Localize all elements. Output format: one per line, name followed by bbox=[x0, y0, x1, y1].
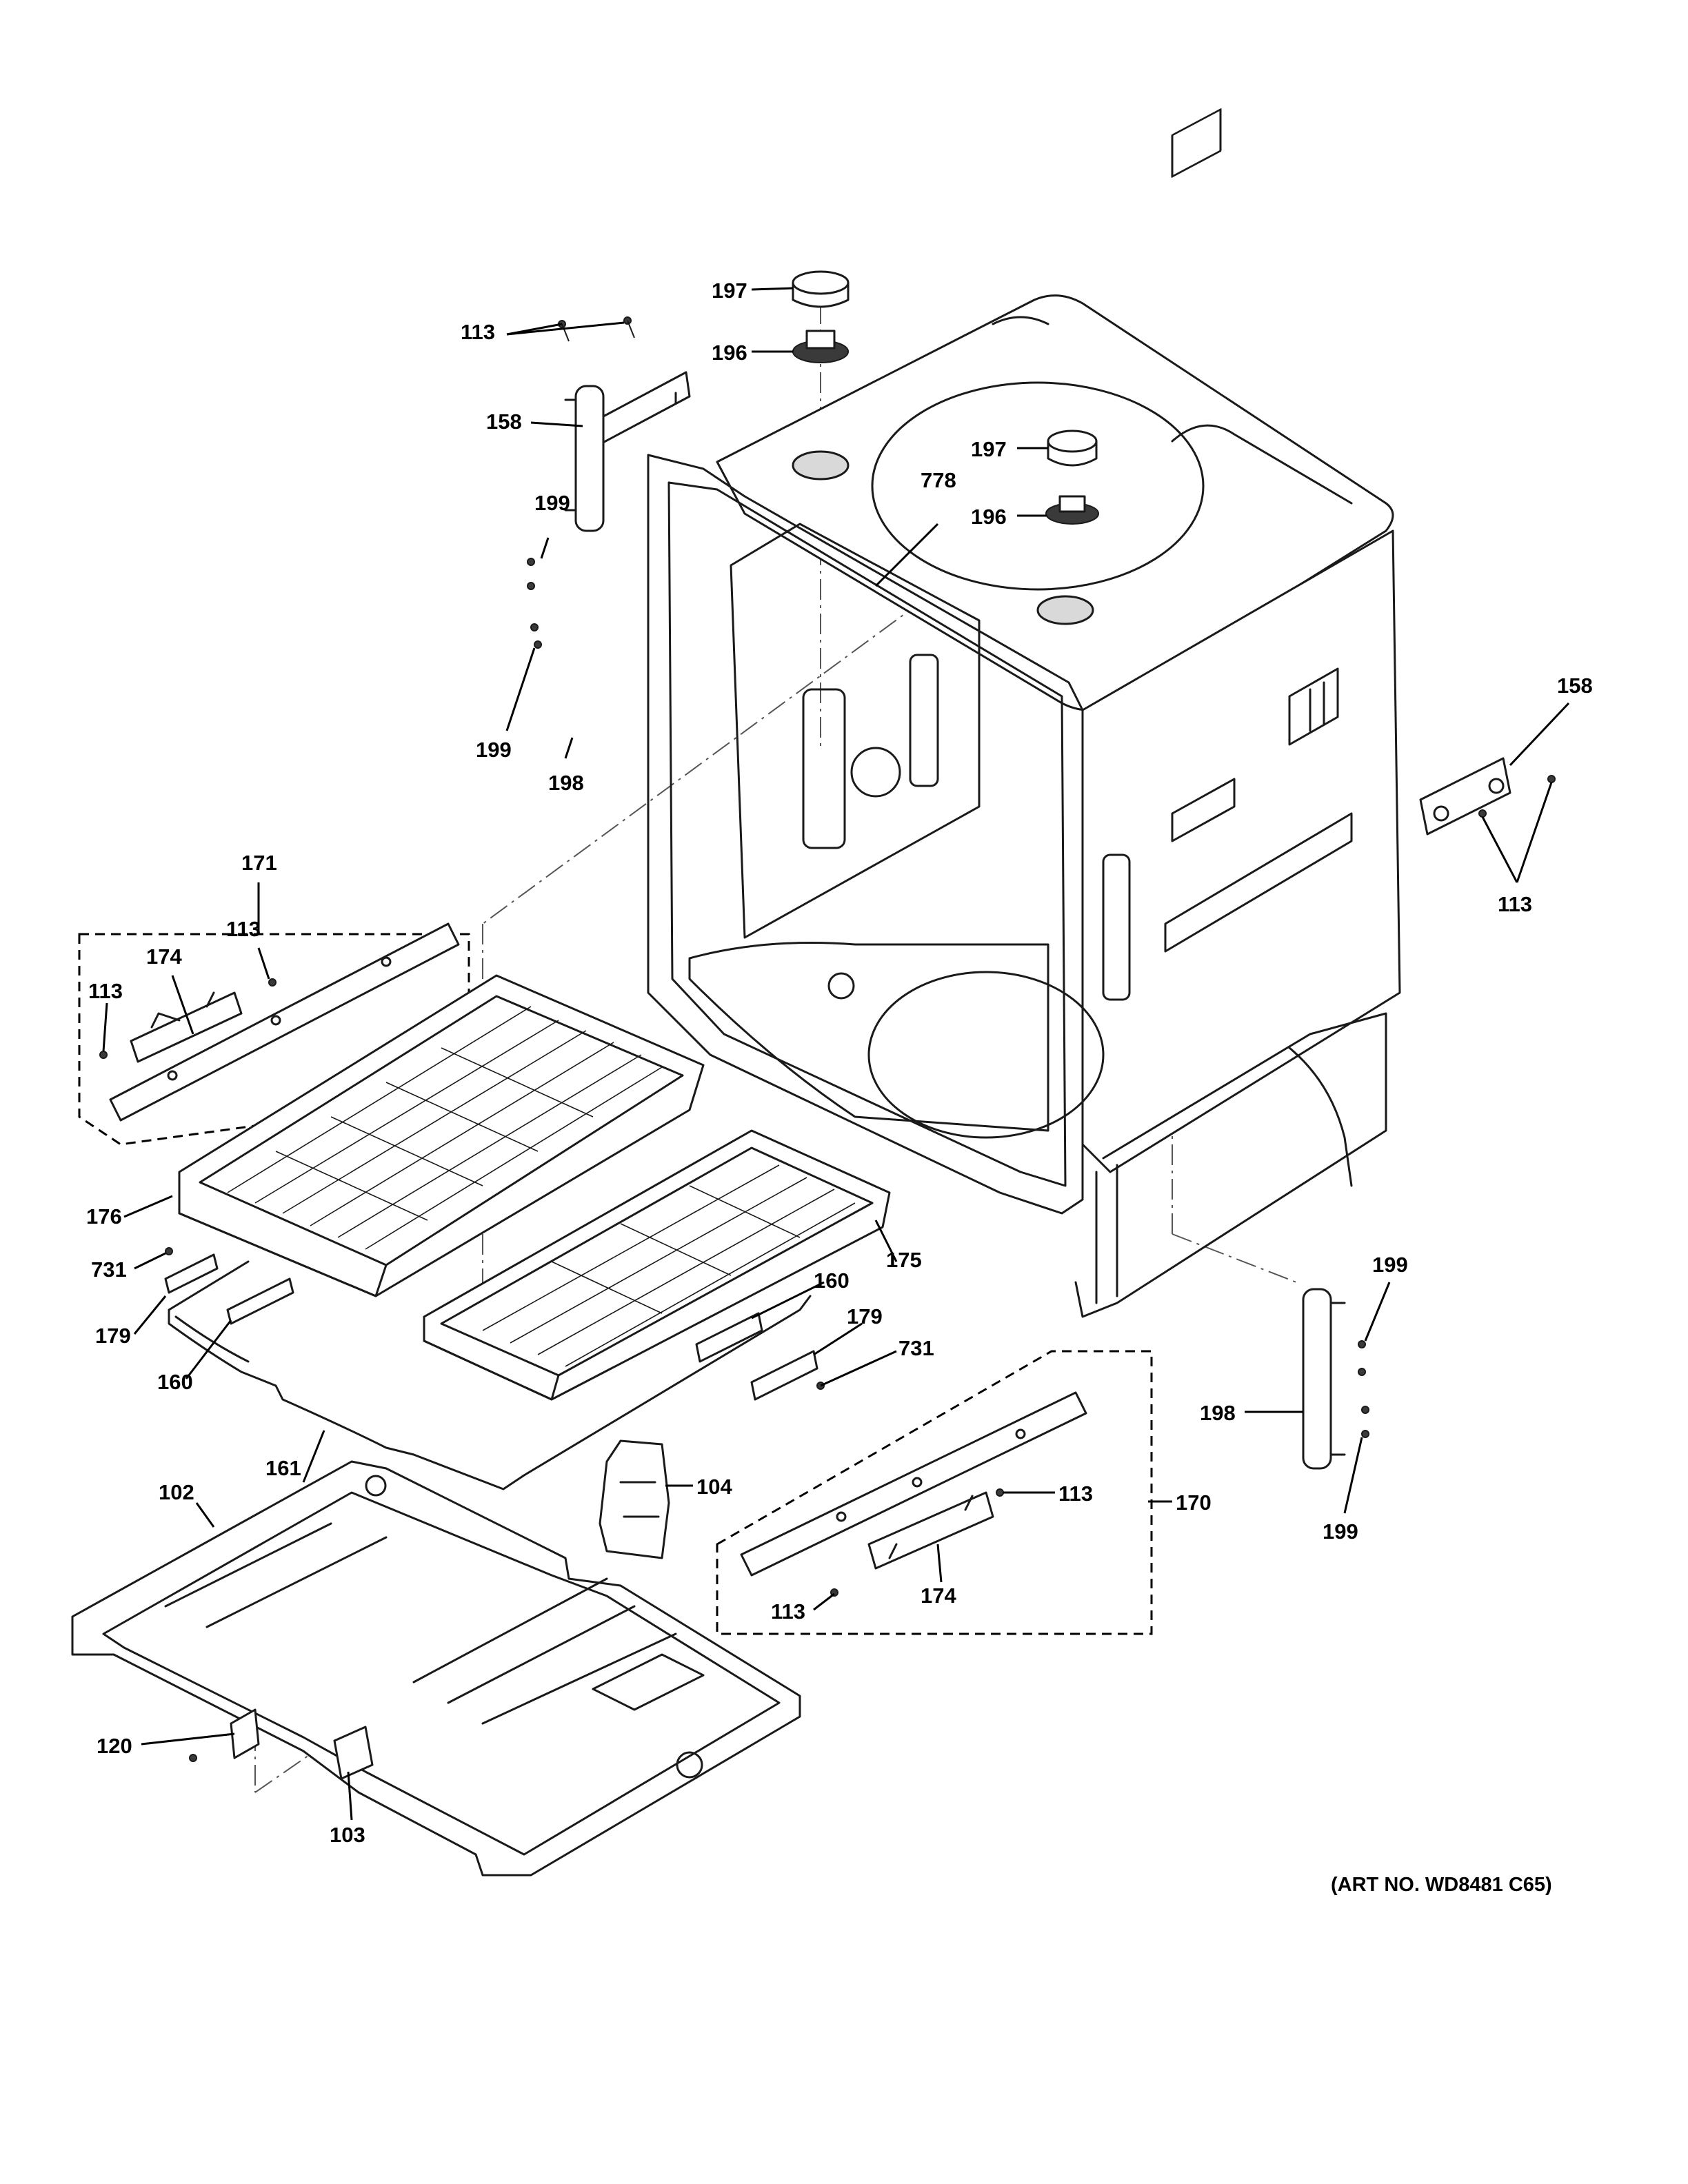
rail-assembly-170 bbox=[716, 1350, 1153, 1635]
callout-160-right: 160 bbox=[814, 1268, 850, 1293]
base-pan-102 bbox=[71, 1460, 801, 1877]
callout-113-170b: 113 bbox=[771, 1599, 805, 1624]
callout-174-170: 174 bbox=[921, 1584, 956, 1608]
callout-158-top: 158 bbox=[486, 410, 522, 434]
callout-120: 120 bbox=[97, 1734, 132, 1758]
callout-113-right: 113 bbox=[1498, 892, 1532, 916]
callout-113-170a: 113 bbox=[1058, 1482, 1093, 1506]
callout-174-171: 174 bbox=[146, 944, 182, 969]
callout-179-left: 179 bbox=[95, 1324, 131, 1348]
clip-179-left bbox=[164, 1253, 219, 1294]
screws-199-left bbox=[527, 558, 542, 649]
tub-assembly bbox=[647, 108, 1401, 1318]
callout-175: 175 bbox=[886, 1248, 922, 1272]
callout-161: 161 bbox=[265, 1456, 301, 1480]
screws-113-top bbox=[558, 316, 635, 342]
clip-160-left bbox=[226, 1277, 294, 1325]
callout-113-171b: 113 bbox=[88, 979, 123, 1003]
screws-113-right bbox=[1478, 775, 1556, 818]
seal-196-top bbox=[792, 330, 849, 363]
callout-199-d: 199 bbox=[1323, 1519, 1358, 1544]
bracket-120 bbox=[230, 1708, 260, 1759]
callout-199-b: 199 bbox=[476, 738, 512, 762]
callout-197-mid: 197 bbox=[971, 437, 1007, 461]
rail-assembly-171 bbox=[78, 922, 470, 1146]
callout-199-a: 199 bbox=[534, 491, 570, 515]
screws-199-right bbox=[1358, 1340, 1369, 1438]
wire-161 bbox=[168, 1260, 812, 1490]
callout-179-right: 179 bbox=[847, 1304, 883, 1328]
part-103 bbox=[333, 1726, 374, 1780]
rack-176 bbox=[178, 974, 705, 1297]
callout-198-right: 198 bbox=[1200, 1401, 1236, 1425]
callout-113-top: 113 bbox=[461, 320, 495, 344]
leader-lines bbox=[102, 287, 1570, 1821]
clip-179-right bbox=[750, 1350, 818, 1401]
callout-778: 778 bbox=[921, 468, 956, 492]
nut-197-top bbox=[792, 270, 850, 308]
bracket-198-right bbox=[1302, 1288, 1346, 1470]
callout-196-mid: 196 bbox=[971, 505, 1007, 529]
callouts: 197 196 113 158 197 196 778 199 199 198 … bbox=[86, 279, 1593, 1896]
callout-198-left: 198 bbox=[548, 771, 584, 795]
callout-199-c: 199 bbox=[1372, 1253, 1408, 1277]
callout-176: 176 bbox=[86, 1204, 122, 1228]
bracket-198-left bbox=[564, 385, 605, 532]
callout-197-top: 197 bbox=[712, 279, 747, 303]
art-number: (ART NO. WD8481 C65) bbox=[1331, 1874, 1552, 1896]
seal-196-mid bbox=[1045, 495, 1099, 525]
callout-160-left: 160 bbox=[157, 1370, 193, 1394]
callout-170: 170 bbox=[1176, 1490, 1212, 1515]
part-104 bbox=[599, 1439, 670, 1559]
rack-175 bbox=[423, 1129, 891, 1401]
screw-731-left bbox=[165, 1247, 173, 1255]
clip-160-right bbox=[695, 1312, 763, 1363]
callout-104: 104 bbox=[696, 1475, 732, 1499]
bracket-158-right bbox=[1419, 757, 1511, 836]
callout-196-top: 196 bbox=[712, 341, 747, 365]
callout-158-right: 158 bbox=[1557, 674, 1593, 698]
nut-197-mid bbox=[1047, 429, 1098, 467]
callout-731-left: 731 bbox=[91, 1257, 127, 1282]
callout-113-171a: 113 bbox=[226, 917, 261, 941]
screw-120 bbox=[189, 1754, 197, 1762]
callout-103: 103 bbox=[330, 1823, 365, 1847]
callout-731-right: 731 bbox=[898, 1336, 934, 1360]
callout-171: 171 bbox=[241, 851, 277, 875]
callout-102: 102 bbox=[159, 1480, 194, 1504]
